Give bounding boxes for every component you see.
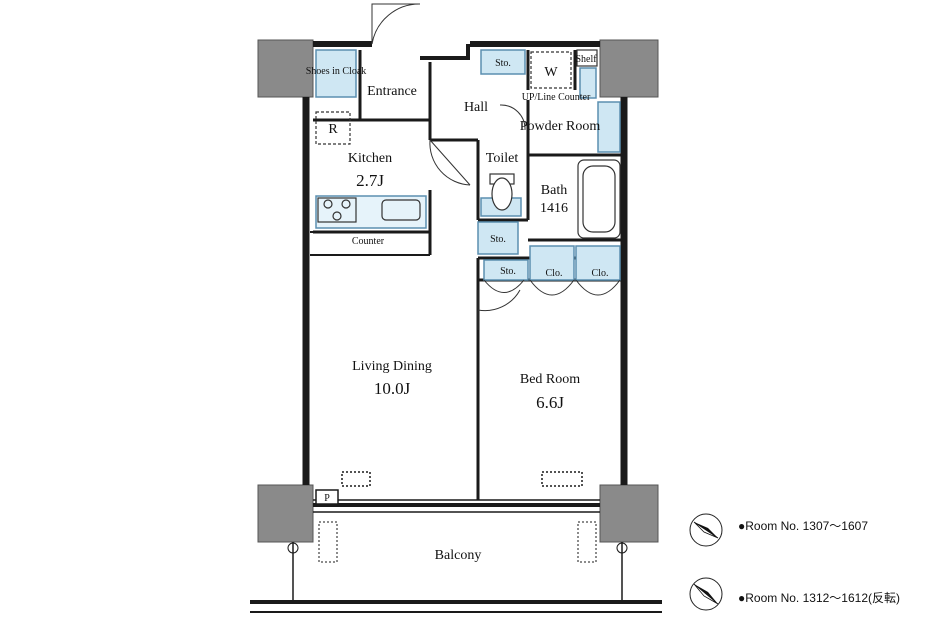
storage-top-box <box>480 49 526 75</box>
label-toilet: Toilet <box>486 151 519 166</box>
bathtub <box>577 159 621 239</box>
sink <box>381 199 421 221</box>
powder-basin-blue <box>597 101 621 153</box>
label-living-dining: Living Dining <box>352 359 432 374</box>
label-storage-top: Sto. <box>495 58 511 69</box>
storage-mid-box <box>477 221 519 255</box>
room-number-note-1: ●Room No. 1307〜1607 <box>738 519 868 533</box>
label-powder-room: Powder Room <box>520 119 601 134</box>
room-labels: Shoes in Cloak Entrance Hall Sto. W Shel… <box>306 54 609 563</box>
column-top-left <box>257 39 314 98</box>
label-kitchen-size: 2.7J <box>356 171 384 190</box>
window-sash <box>313 471 600 513</box>
exterior-walls <box>302 41 628 507</box>
label-shelf: Shelf <box>575 54 597 65</box>
label-bed-room-size: 6.6J <box>536 393 564 412</box>
shelf-box <box>576 49 598 67</box>
balcony-hatch-right <box>577 521 597 563</box>
label-kitchen: Kitchen <box>348 151 392 166</box>
label-refrigerator: R <box>328 122 338 137</box>
compass-icon-2 <box>689 577 723 611</box>
toilet-fixture <box>489 173 515 211</box>
shoes-cloak-box <box>315 49 357 98</box>
column-bottom-left <box>257 484 314 543</box>
kitchen-counter-blue <box>315 195 427 229</box>
column-bottom-right <box>599 484 659 543</box>
label-closet-1: Clo. <box>546 268 563 279</box>
label-bath-size: 1416 <box>540 201 568 216</box>
balcony-hatch-left <box>318 521 338 563</box>
drain-right <box>616 542 628 554</box>
label-entrance: Entrance <box>367 84 417 99</box>
label-living-dining-size: 10.0J <box>374 379 411 398</box>
label-storage-bed: Sto. <box>500 266 516 277</box>
structural-columns <box>257 39 659 543</box>
pipe-space-box <box>315 489 339 505</box>
balcony-outline <box>250 521 662 613</box>
stove <box>317 197 357 223</box>
label-counter: Counter <box>352 236 385 247</box>
vanity-blue <box>579 67 597 99</box>
compass-icon-1 <box>689 513 723 547</box>
label-bed-room: Bed Room <box>520 372 580 387</box>
door-swings <box>371 3 621 330</box>
room-number-note-2: ●Room No. 1312〜1612(反転) <box>738 591 900 605</box>
washer-space <box>530 49 598 89</box>
label-closet-2: Clo. <box>592 268 609 279</box>
label-bath: Bath <box>541 183 567 198</box>
column-top-right <box>599 39 659 98</box>
label-balcony: Balcony <box>435 548 482 563</box>
label-washer: W <box>544 65 558 80</box>
label-pipe-space: P <box>324 493 330 504</box>
refrigerator-space <box>315 111 351 145</box>
storage-fixtures <box>315 49 621 281</box>
label-shoes-in-cloak: Shoes in Cloak <box>306 66 367 77</box>
drain-left <box>287 542 299 554</box>
kitchen-equipment <box>310 111 430 233</box>
label-storage-mid: Sto. <box>490 234 506 245</box>
storage-bed-box <box>483 259 529 281</box>
label-up-line-counter: UP/Line Counter <box>522 92 591 103</box>
label-hall: Hall <box>464 100 488 115</box>
closet-1-box <box>529 245 575 281</box>
closet-2-box <box>575 245 621 281</box>
